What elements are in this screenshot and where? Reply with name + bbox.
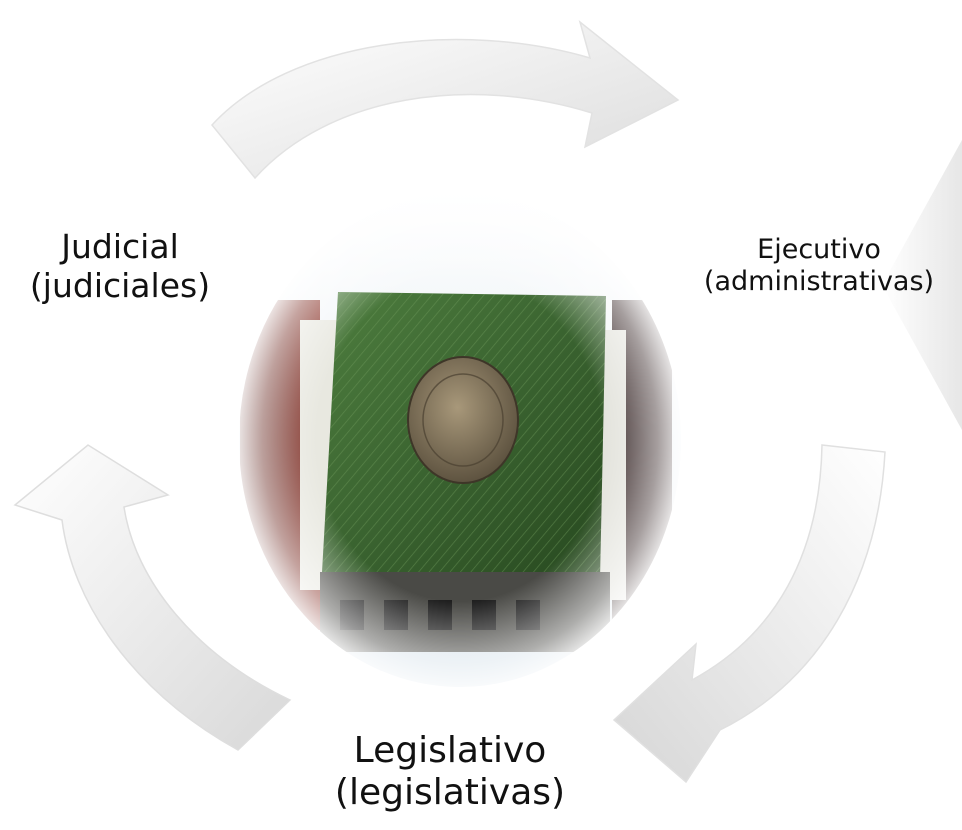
arrow-legislativo-to-judicial xyxy=(13,444,292,751)
node-ejecutivo: Ejecutivo (administrativas) xyxy=(676,234,962,298)
side-chevron-shape xyxy=(882,140,962,430)
node-legislativo-title: Legislativo xyxy=(353,730,547,771)
node-judicial: Judicial (judiciales) xyxy=(10,227,230,306)
node-judicial-title: Judicial xyxy=(61,227,179,266)
node-legislativo-subtitle: (legislativas) xyxy=(334,772,566,814)
center-photo xyxy=(238,192,682,688)
node-ejecutivo-title: Ejecutivo xyxy=(757,234,881,265)
node-legislativo: Legislativo (legislativas) xyxy=(300,730,600,815)
arrow-judicial-to-ejecutivo xyxy=(211,19,680,180)
node-ejecutivo-subtitle: (administrativas) xyxy=(703,265,935,297)
arrow-ejecutivo-to-legislativo xyxy=(612,444,886,784)
node-judicial-subtitle: (judiciales) xyxy=(29,265,211,305)
